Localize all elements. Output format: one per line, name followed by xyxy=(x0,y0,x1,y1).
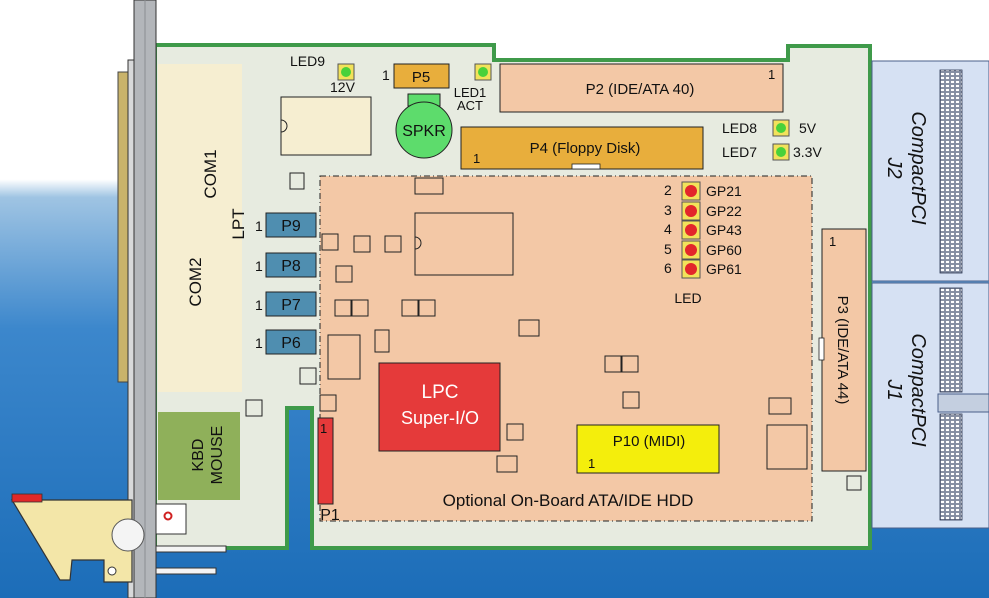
connector-p2 xyxy=(499,63,784,113)
ic-top-left xyxy=(280,96,372,156)
led-group-label: LED xyxy=(674,290,701,306)
svg-text:GP43: GP43 xyxy=(706,222,742,238)
svg-text:3: 3 xyxy=(664,202,672,218)
svg-text:1: 1 xyxy=(588,456,595,471)
kbd-mouse-connector xyxy=(158,412,240,500)
svg-text:P2 (IDE/ATA 40): P2 (IDE/ATA 40) xyxy=(586,81,695,98)
gp-led-2: 4 GP43 xyxy=(664,220,742,240)
handle-screw-icon xyxy=(107,566,117,576)
5v-label: 5V xyxy=(799,120,817,136)
svg-text:GP21: GP21 xyxy=(706,183,742,199)
svg-text:LPC: LPC xyxy=(422,382,459,403)
svg-text:6: 6 xyxy=(664,260,672,276)
svg-text:GP61: GP61 xyxy=(706,261,742,277)
svg-text:P6: P6 xyxy=(281,335,301,352)
led9-label: LED9 xyxy=(290,53,325,69)
panel-edge xyxy=(127,59,135,598)
svg-text:J1: J1 xyxy=(883,378,905,400)
compactpci-j2 xyxy=(871,60,989,282)
led1-label: LED1 xyxy=(454,85,487,100)
svg-text:P7: P7 xyxy=(281,297,301,314)
svg-text:1: 1 xyxy=(829,234,836,249)
svg-text:1: 1 xyxy=(473,151,480,166)
gp-led-4: 6 GP61 xyxy=(664,259,742,279)
connector-p3 xyxy=(821,228,867,472)
3v3-label: 3.3V xyxy=(793,144,822,160)
hdd-area xyxy=(319,175,813,522)
header-p7: 1 P7 xyxy=(255,291,317,317)
kbd-label: KBD xyxy=(190,439,207,472)
svg-text:1: 1 xyxy=(320,421,327,436)
svg-text:1: 1 xyxy=(768,67,775,82)
p5-pin1: 1 xyxy=(382,67,390,83)
led7-label: LED7 xyxy=(722,144,757,160)
svg-text:CompactPCI: CompactPCI xyxy=(907,111,929,225)
mouse-label: MOUSE xyxy=(209,426,226,485)
svg-text:4: 4 xyxy=(664,221,672,237)
svg-text:2: 2 xyxy=(664,182,672,198)
gp-led-1: 3 GP22 xyxy=(664,201,742,221)
svg-text:Super-I/O: Super-I/O xyxy=(401,408,479,428)
com-lpt-area xyxy=(158,64,242,392)
speaker xyxy=(395,101,453,159)
svg-text:P9: P9 xyxy=(281,218,301,235)
svg-text:P5: P5 xyxy=(412,69,430,86)
com1-label: COM1 xyxy=(201,149,220,198)
12v-label: 12V xyxy=(330,79,356,95)
svg-text:GP60: GP60 xyxy=(706,242,742,258)
act-label: ACT xyxy=(457,98,483,113)
svg-text:P10 (MIDI): P10 (MIDI) xyxy=(613,433,686,450)
svg-text:P8: P8 xyxy=(281,258,301,275)
gp-led-3: 5 GP60 xyxy=(664,240,742,260)
p1-label: P1 xyxy=(320,507,340,524)
led8-label: LED8 xyxy=(722,120,757,136)
connector-p4 xyxy=(460,126,704,170)
svg-text:SPKR: SPKR xyxy=(402,123,446,140)
lpt-label: LPT xyxy=(229,208,248,239)
connector-p1 xyxy=(317,417,334,505)
header-p9: 1 P9 xyxy=(255,212,317,238)
screw-icon xyxy=(163,511,173,521)
svg-text:J2: J2 xyxy=(883,156,905,178)
svg-text:1: 1 xyxy=(255,218,263,234)
header-p8: 1 P8 xyxy=(255,252,317,278)
header-p6: 1 P6 xyxy=(255,329,317,355)
connector-p10 xyxy=(576,424,720,474)
svg-text:P4 (Floppy Disk): P4 (Floppy Disk) xyxy=(530,140,641,157)
gp-led-0: 2 GP21 xyxy=(664,181,742,201)
small-components xyxy=(245,172,862,491)
header-p5 xyxy=(393,63,450,89)
lpc-superio-chip xyxy=(378,362,501,452)
hdd-label: Optional On-Board ATA/IDE HDD xyxy=(443,491,694,510)
svg-text:CompactPCI: CompactPCI xyxy=(907,333,929,447)
svg-text:1: 1 xyxy=(255,297,263,313)
svg-text:1: 1 xyxy=(255,258,263,274)
svg-text:GP22: GP22 xyxy=(706,203,742,219)
svg-text:1: 1 xyxy=(255,335,263,351)
svg-text:5: 5 xyxy=(664,241,672,257)
svg-text:P3 (IDE/ATA 44): P3 (IDE/ATA 44) xyxy=(834,296,851,405)
com2-label: COM2 xyxy=(186,257,205,306)
